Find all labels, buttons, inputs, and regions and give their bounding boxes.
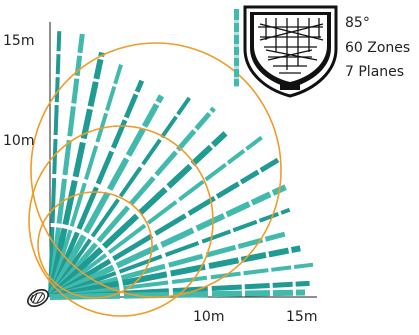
beam-zone xyxy=(48,106,216,299)
beam-zone xyxy=(48,153,287,300)
detector-lens-icon xyxy=(234,5,338,98)
beam-zone xyxy=(47,79,145,298)
beam-zone xyxy=(47,94,165,299)
beam-zone xyxy=(47,51,105,298)
range-circle-small xyxy=(37,191,153,299)
zones-label: 60 Zones xyxy=(345,40,410,56)
beam-zone xyxy=(49,262,314,299)
range-circle-large xyxy=(30,42,282,298)
y-label-15m: 15m xyxy=(3,33,34,49)
beam-zone xyxy=(48,27,62,298)
beam-fan xyxy=(47,27,314,300)
x-label-15m: 15m xyxy=(286,309,317,325)
range-circle-medium xyxy=(28,125,214,317)
beam-zone xyxy=(48,135,263,299)
sensor-head-icon xyxy=(27,289,49,307)
range-circles xyxy=(28,42,282,317)
angle-label: 85° xyxy=(345,15,370,31)
x-label-10m: 10m xyxy=(193,309,224,325)
beam-zone xyxy=(49,245,301,300)
beam-zone xyxy=(47,33,85,298)
beam-zone xyxy=(49,207,291,299)
beam-zone xyxy=(48,62,124,298)
beam-zone xyxy=(48,184,287,300)
planes-label: 7 Planes xyxy=(345,64,404,80)
beam-zone xyxy=(48,95,193,299)
y-label-10m: 10m xyxy=(3,133,34,149)
